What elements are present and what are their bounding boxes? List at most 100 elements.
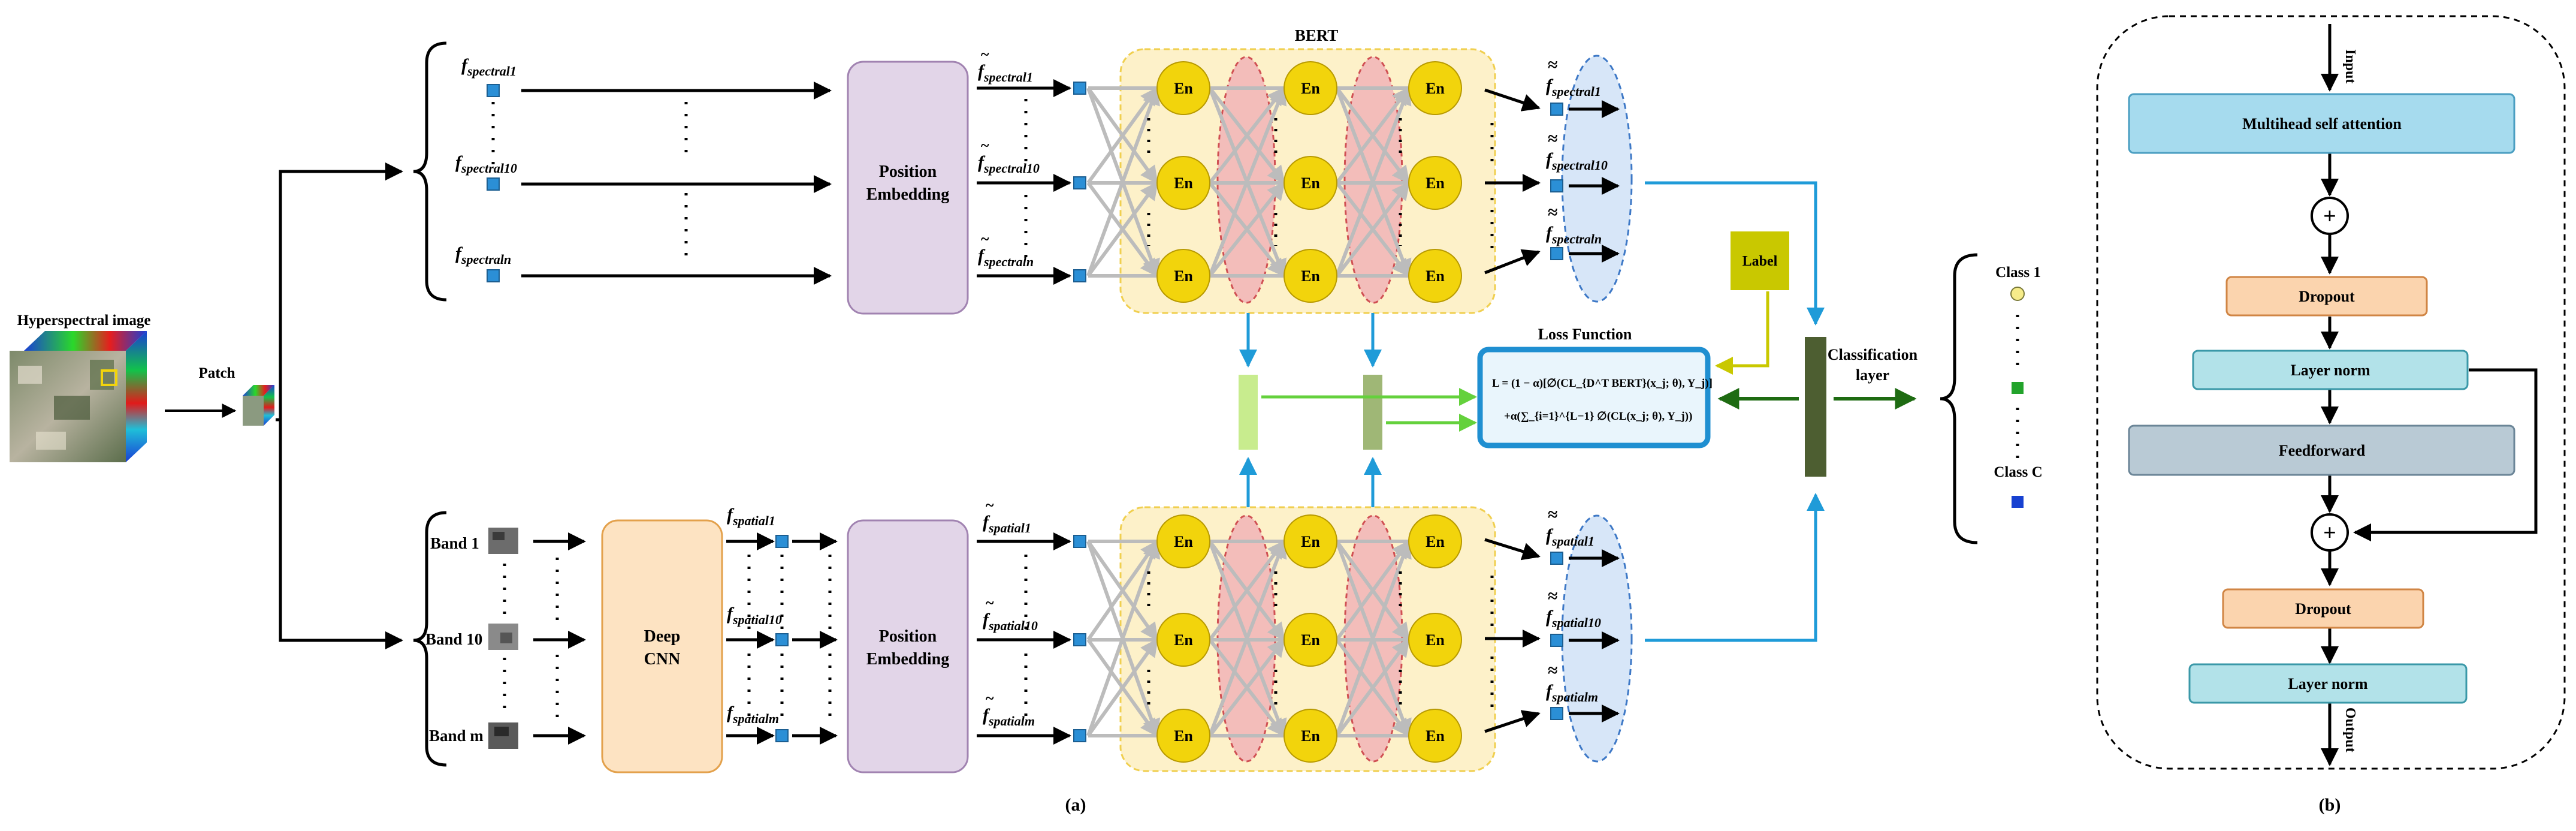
spatial-output-labels: fspatial1 ≈ fspatial10 ≈ fspatialm ≈ — [1546, 505, 1601, 704]
approx-spatial-output-10: ≈ — [1548, 586, 1557, 606]
encoder-node: En — [1408, 709, 1462, 763]
encoder-circle — [1284, 156, 1337, 210]
spatial-output-1: fspatial1 — [1546, 525, 1594, 549]
class-c-marker — [2012, 496, 2024, 508]
encoder-input-label: Input — [2342, 49, 2358, 83]
output-squares — [1550, 100, 1620, 722]
band-thumbnails — [488, 528, 518, 749]
encoder-block-arrows — [2321, 24, 2538, 766]
encoder-label: En — [1426, 267, 1445, 285]
encoder-node: En — [1156, 613, 1210, 667]
arrow-to-spatial — [279, 420, 403, 649]
encoder-connection — [1086, 540, 1161, 737]
tilde-spectral-embedded-n: ~ — [981, 230, 989, 248]
encoder-node: En — [1284, 613, 1337, 667]
position-embedding-spatial-line1: Position — [879, 627, 937, 646]
encoder-circle — [1284, 613, 1337, 667]
band-to-cnn-arrows — [533, 532, 586, 745]
tilde-spatial-embedded-10: ~ — [986, 594, 994, 612]
dropout-label-1: Dropout — [2299, 288, 2355, 305]
dropout-box-1 — [2225, 276, 2428, 317]
encoder-node: En — [1284, 61, 1337, 115]
band-10-label: Band 10 — [425, 630, 482, 648]
spatial-embedded-1: fspatial1 — [983, 512, 1031, 535]
encoder-connection — [1335, 540, 1412, 737]
encoder-connection — [1086, 638, 1159, 737]
caption-a: (a) — [1065, 795, 1086, 815]
encoder-connections — [1086, 86, 1412, 737]
encoder-connection — [1086, 86, 1160, 277]
encoder-circle — [1408, 514, 1462, 568]
spectral-input-squares — [487, 84, 500, 282]
encoder-node: En — [1284, 709, 1337, 763]
deep-cnn-line1: Deep — [644, 627, 681, 646]
position-embedding-spatial-line2: Embedding — [866, 650, 950, 669]
add-node-2-label: + — [2323, 520, 2336, 546]
encoder-node: En — [1156, 156, 1210, 210]
position-embedding-spectral-line2: Embedding — [866, 185, 950, 204]
band-labels: Band 1 Band 10 Band m — [425, 534, 484, 745]
hyperspectral-image-title: Hyperspectral image — [17, 312, 151, 329]
tilde-spectral-embedded-10: ~ — [981, 137, 989, 154]
layer-norm-label-2: Layer norm — [2288, 675, 2367, 692]
spectral-input-10: fspectral10 — [455, 152, 517, 176]
encoder-node: En — [1156, 249, 1210, 303]
spectral-input-labels: fspectral1 fspectral10 fspectraln — [455, 55, 517, 267]
loss-formula-line1: L = (1 − α)[∅(CL_{D^T BERT}(x_j; θ), Y_j… — [1492, 377, 1713, 390]
feedforward-box — [2128, 424, 2515, 476]
encoder-output-arrows — [1484, 88, 1541, 733]
bert-title: BERT — [1295, 26, 1339, 44]
encoder-circle — [1408, 709, 1462, 763]
spectral-output-10: fspectral10 — [1546, 149, 1608, 173]
spectral-brace — [413, 41, 447, 302]
spectral-output-1: fspectral1 — [1546, 76, 1601, 99]
encoder-circle — [1156, 249, 1210, 303]
encoder-label: En — [1426, 533, 1445, 550]
encoder-node: En — [1284, 514, 1337, 568]
encoder-circle — [1156, 613, 1210, 667]
encoder-label: En — [1301, 174, 1320, 192]
layer-norm-box-1 — [2192, 350, 2469, 390]
patch-cube — [243, 385, 274, 426]
dropout-box-2 — [2222, 588, 2424, 629]
loss-function-title: Loss Function — [1538, 326, 1632, 343]
encoder-node: En — [1156, 709, 1210, 763]
encoder-circle — [1284, 709, 1337, 763]
caption-b: (b) — [2319, 795, 2341, 815]
intermediate-classifier-1 — [1239, 375, 1258, 450]
label-text: Label — [1743, 254, 1778, 269]
class-mid-marker — [2012, 382, 2024, 394]
spatial-input-m: fspatialm — [727, 703, 779, 726]
encoder-connection — [1335, 86, 1412, 277]
hyperspectral-cube-image — [10, 331, 147, 462]
encoder-label: En — [1174, 727, 1193, 745]
encoder-circle — [1156, 156, 1210, 210]
arrow-to-spectral — [276, 162, 403, 421]
embedded-token-arrows — [977, 79, 1071, 745]
encoder-label: En — [1426, 174, 1445, 192]
encoder-label: En — [1174, 533, 1193, 550]
spatial-output-10: fspatial10 — [1546, 607, 1601, 630]
encoder-label: En — [1174, 631, 1193, 649]
position-embedding-spectral — [847, 61, 969, 315]
encoder-label: En — [1426, 727, 1445, 745]
band-1-label: Band 1 — [430, 534, 479, 552]
add-node-2 — [2311, 513, 2349, 552]
encoder-connection — [1208, 181, 1286, 277]
encoder-circle — [1408, 613, 1462, 667]
encoder-node: En — [1156, 514, 1210, 568]
cnn-output-arrows — [726, 532, 838, 745]
encoder-node: En — [1156, 61, 1210, 115]
encoder-node: En — [1408, 613, 1462, 667]
encoder-label: En — [1174, 80, 1193, 97]
tilde-spatial-embedded-m: ~ — [986, 690, 994, 707]
encoder-label: En — [1426, 80, 1445, 97]
encoder-circle — [1156, 709, 1210, 763]
loss-formula-line2: +α(∑_{i=1}^{L−1} ∅(CL(x_j; θ), Y_j)) — [1504, 410, 1692, 423]
approx-spatial-output-1: ≈ — [1548, 505, 1557, 525]
class-1-marker — [2010, 287, 2025, 301]
label-to-loss-arrow — [1715, 291, 1769, 375]
band-m-label: Band m — [429, 727, 484, 745]
spatial-output-ellipse — [1561, 514, 1633, 763]
encoder-circle — [1408, 249, 1462, 303]
